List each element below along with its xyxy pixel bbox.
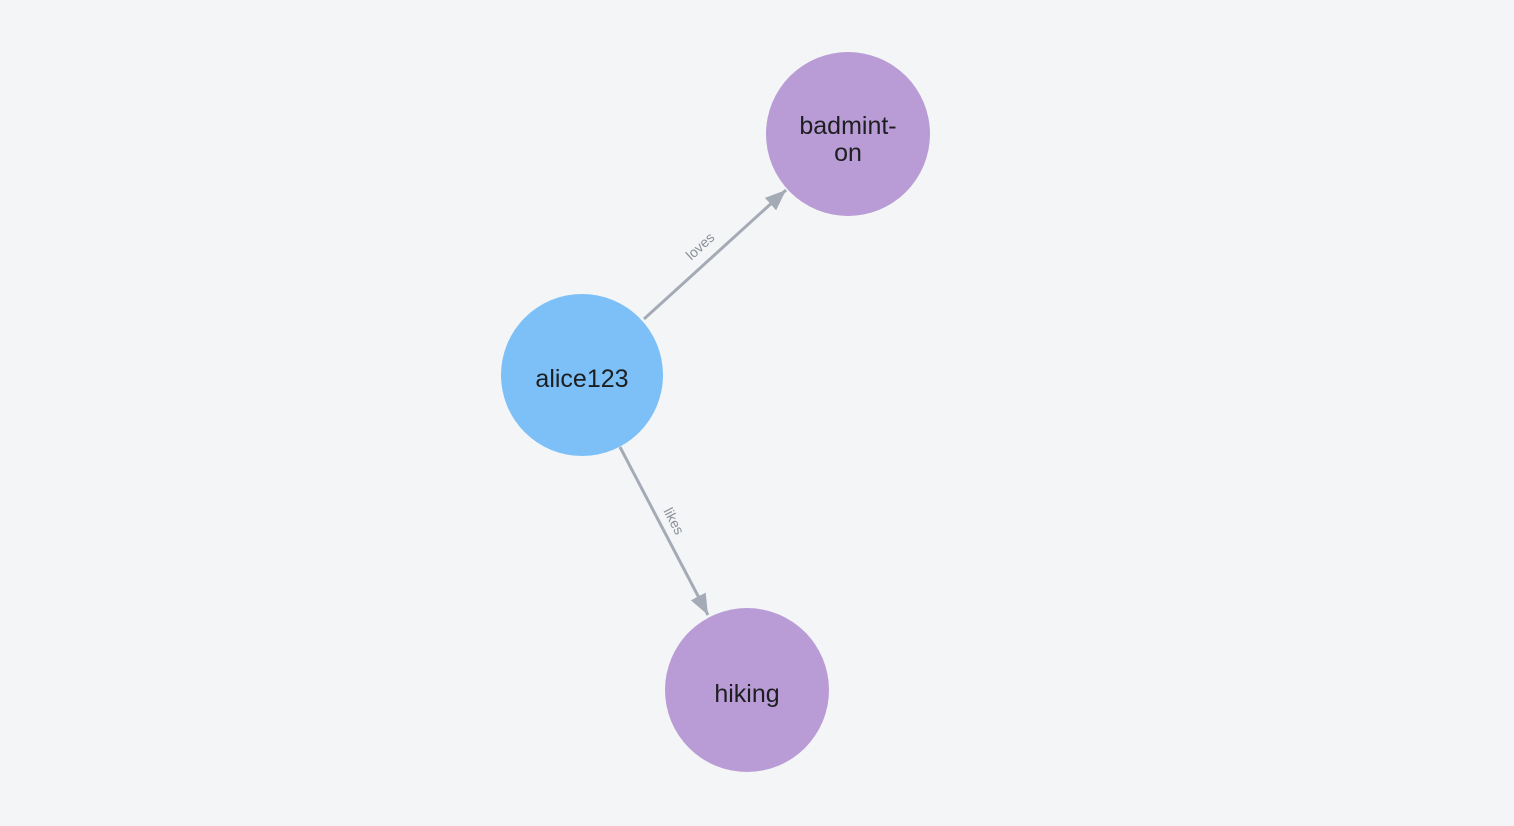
edge-likes-line[interactable] [618, 446, 710, 616]
node-badminton[interactable]: badmint- on [766, 52, 930, 216]
node-hiking[interactable]: hiking [665, 608, 829, 772]
node-alice123[interactable]: alice123 [501, 294, 663, 456]
node-alice123-circle[interactable] [501, 294, 663, 456]
node-badminton-circle[interactable] [766, 52, 930, 216]
node-hiking-circle[interactable] [665, 608, 829, 772]
edge-loves-line[interactable] [642, 188, 788, 321]
